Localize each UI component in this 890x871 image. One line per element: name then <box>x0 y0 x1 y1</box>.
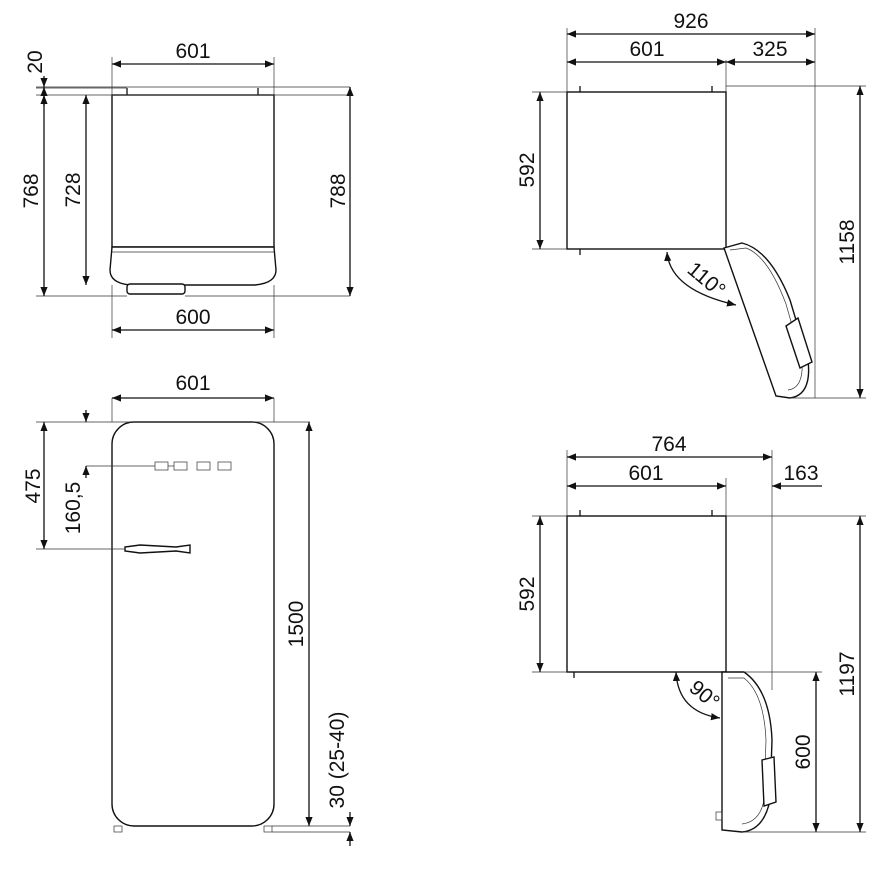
top-view-door <box>109 246 277 286</box>
dim-110-depth: 592 <box>516 152 539 187</box>
dim-front-logo-offset: 475 <box>22 468 45 503</box>
dim-110-overall-depth: 1158 <box>836 219 859 264</box>
dim-top-width: 601 <box>175 40 210 63</box>
dim-90-door-depth: 600 <box>792 734 815 769</box>
front-view: 601 475 160,5 1500 30 (25-40) <box>22 372 354 846</box>
door-open-90-view: 90° 764 601 163 592 600 1197 <box>516 433 866 833</box>
open110-handle <box>785 316 813 369</box>
door-open-110-view: 110° 926 601 325 592 1158 <box>516 10 866 399</box>
front-view-foot-right <box>263 825 273 833</box>
dim-110-overall-width: 926 <box>673 10 708 33</box>
front-view-foot-left <box>113 825 123 833</box>
dim-90-overall-depth: 1197 <box>836 651 859 696</box>
dim-front-width: 601 <box>175 372 210 395</box>
top-view: 601 20 768 728 788 600 <box>20 40 354 338</box>
dim-110-cabinet-width: 601 <box>629 38 664 61</box>
dim-top-height-handle: 788 <box>327 173 350 208</box>
front-view-door <box>111 421 275 827</box>
dim-90-overall-width: 764 <box>651 433 686 456</box>
dim-top-width-bottom: 600 <box>175 306 210 329</box>
dim-90-cabinet-width: 601 <box>628 462 663 485</box>
dim-front-foot-adjust: 30 (25-40) <box>326 712 349 809</box>
top-view-handle <box>126 283 186 295</box>
dim-top-height-total: 768 <box>20 173 43 208</box>
dim-90-door-projection: 163 <box>783 462 818 485</box>
open110-cabinet <box>566 91 727 250</box>
dim-top-gap: 20 <box>24 50 47 73</box>
front-view-handle <box>124 544 191 554</box>
top-view-cabinet <box>111 94 275 248</box>
open90-door <box>721 671 773 833</box>
open90-angle: 90° <box>685 676 724 714</box>
dim-front-height: 1500 <box>285 601 308 648</box>
open90-handle <box>761 756 777 807</box>
dim-90-depth: 592 <box>516 576 539 611</box>
open90-cabinet <box>566 515 727 673</box>
dim-110-door-projection: 325 <box>752 38 787 61</box>
dim-top-height-inner: 728 <box>62 172 85 207</box>
dim-front-handle-offset: 160,5 <box>62 482 85 535</box>
